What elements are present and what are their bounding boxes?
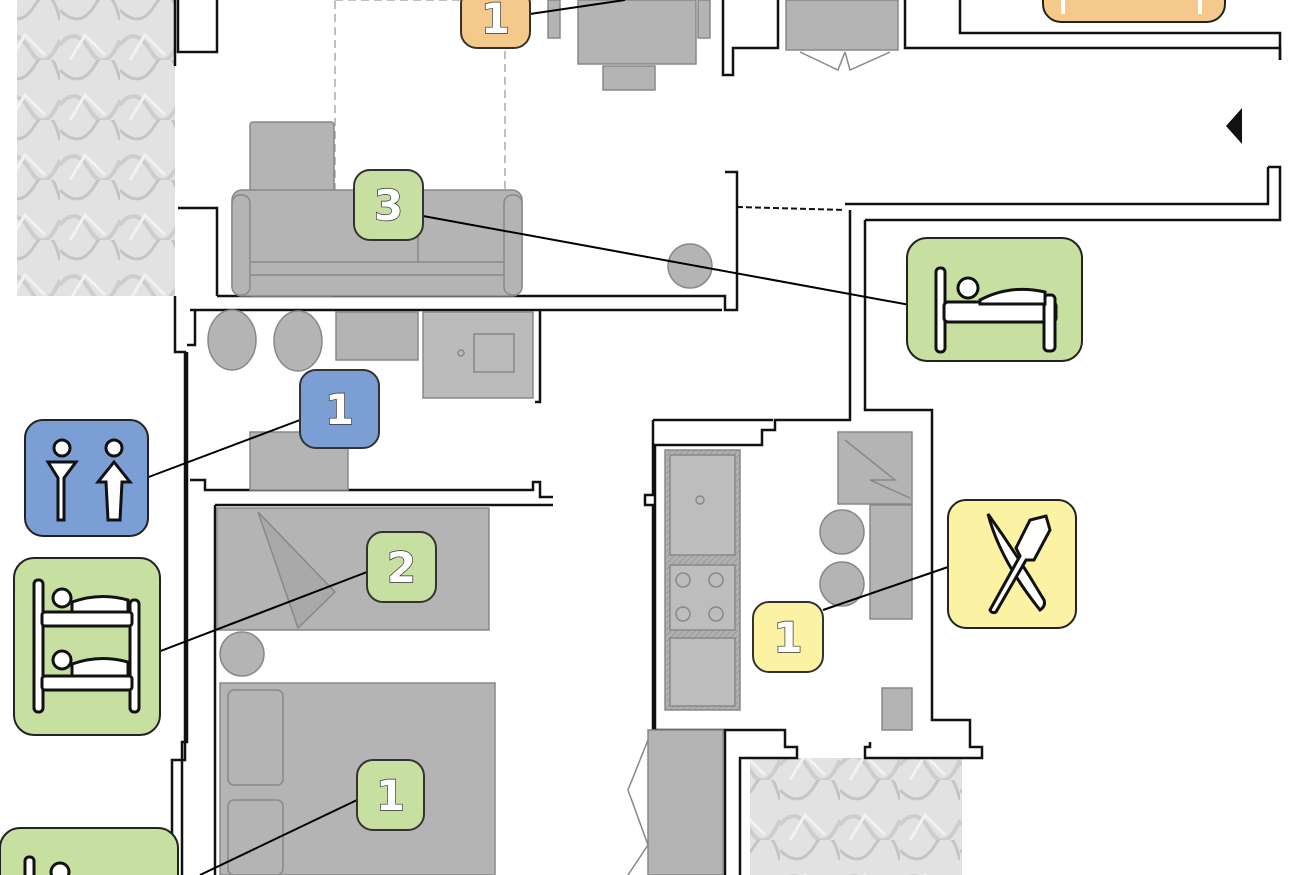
marble-bottom [750,758,962,875]
cutlery-icon [947,499,1077,629]
badge-bunk-room: 2 [366,531,437,603]
arrow-left-icon [1226,108,1242,144]
orange-room-icon [1042,0,1226,23]
furniture [207,0,913,875]
bedroom-bed-icon [0,827,179,875]
badge-bedroom: 1 [356,759,425,831]
bed-icon [906,237,1083,362]
marble-left [17,0,175,296]
badge-number: 2 [387,543,416,592]
badge-number: 3 [374,181,403,230]
badge-kitchen: 1 [752,601,824,673]
badge-number: 1 [325,385,354,434]
connector-lines [145,0,949,875]
door-dashed [736,206,846,211]
badge-number: 1 [773,613,802,662]
bunk-bed-icon [13,557,161,736]
restroom-icon [24,419,149,537]
badge-number: 1 [376,771,405,820]
walls [170,0,1282,875]
badge-living-top: 1 [460,0,531,49]
badge-bathroom: 1 [299,369,380,449]
badge-living-sofa: 3 [353,169,424,241]
badge-number: 1 [481,0,510,43]
